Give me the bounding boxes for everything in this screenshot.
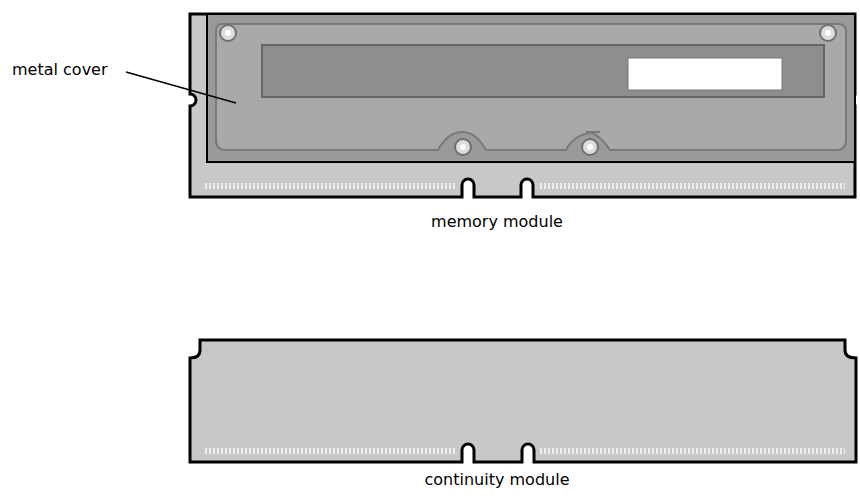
- module-caption: continuity module: [425, 470, 570, 490]
- part-label: metal cover: [12, 60, 108, 80]
- module-caption: memory module: [431, 212, 563, 232]
